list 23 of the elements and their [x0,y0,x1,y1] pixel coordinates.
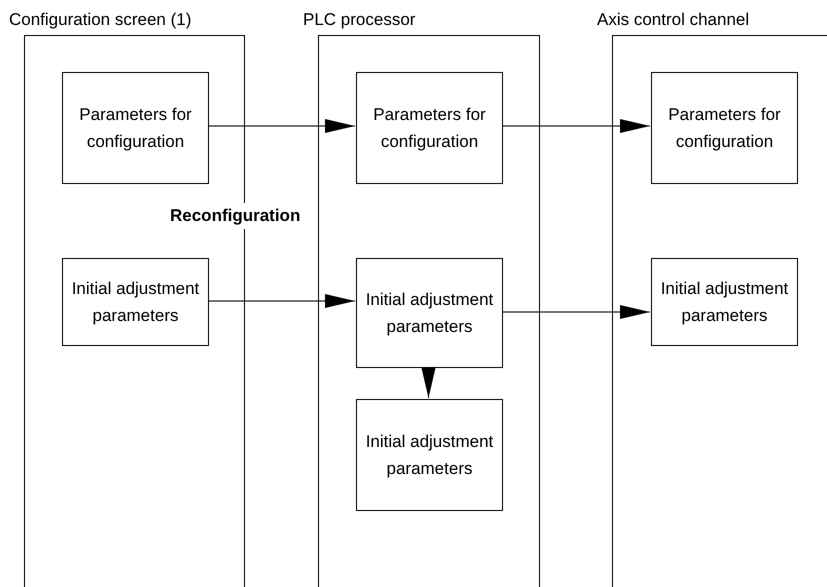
arrow [502,119,650,133]
box-text: Parameters for configuration [78,104,193,153]
box-text: Initial adjustment parameters [70,278,200,327]
box-text: Parameters for configuration [372,104,487,153]
process-box [356,72,503,184]
box-text: Initial adjustment parameters [364,289,494,338]
process-box [651,72,798,184]
box-text: Parameters for configuration [667,104,782,153]
column-heading: Axis control channel [597,9,750,31]
process-box [651,258,798,346]
annotation-label: Reconfiguration [170,203,300,228]
arrow [422,366,436,398]
column-heading: Configuration screen (1) [9,9,192,31]
process-box [356,258,503,368]
box-text: Initial adjustment parameters [364,431,494,480]
arrow [208,294,356,308]
process-box [62,258,209,346]
arrow [502,305,650,319]
process-box [356,399,503,511]
column-heading: PLC processor [303,9,416,31]
arrow [208,119,356,133]
process-box [62,72,209,184]
box-text: Initial adjustment parameters [660,278,790,327]
